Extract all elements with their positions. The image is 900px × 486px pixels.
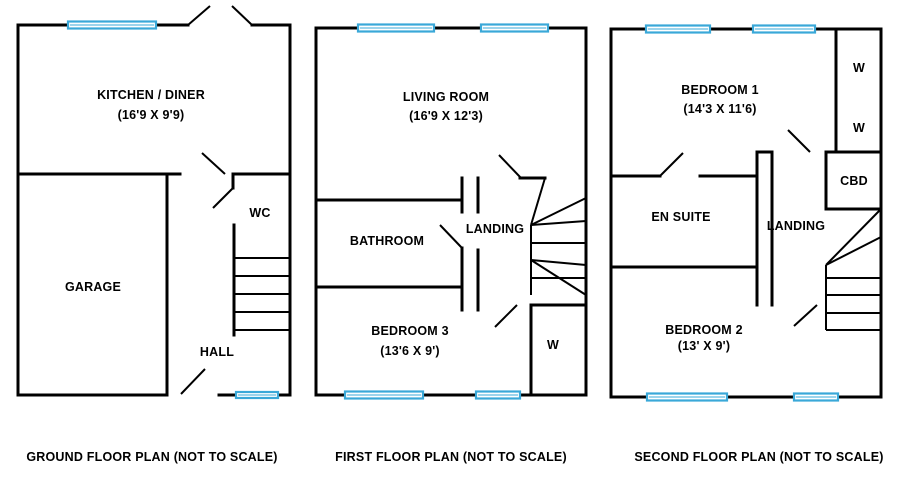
first-floor-stairs [530, 177, 587, 296]
ground-floor-windows [66, 20, 280, 400]
bathroom-door [439, 224, 463, 249]
living-room-size-label: (16'9 X 12'3) [409, 109, 483, 123]
ensuite-label: EN SUITE [651, 210, 710, 224]
first-floor-doors [439, 154, 522, 328]
second-floor-caption: SECOND FLOOR PLAN (NOT TO SCALE) [634, 450, 883, 464]
bathroom-label: BATHROOM [350, 234, 424, 248]
ground-floor-stairs [234, 257, 290, 331]
bedroom3-door [494, 304, 518, 328]
front-door-right-leaf [231, 5, 253, 26]
wc-door [212, 187, 234, 209]
ground-floor-plan: KITCHEN / DINER (16'9 X 9'9) WC GARAGE H… [16, 5, 292, 464]
second-floor-walls [609, 27, 883, 399]
bedroom2-name-label: BEDROOM 2 [665, 323, 743, 337]
bedroom3-name-label: BEDROOM 3 [371, 324, 449, 338]
bedroom2-size-label: (13' X 9') [678, 339, 730, 353]
first-floor-caption: FIRST FLOOR PLAN (NOT TO SCALE) [335, 450, 567, 464]
front-door-left-leaf [187, 5, 211, 26]
bedroom2-door [793, 304, 818, 327]
garage-label: GARAGE [65, 280, 121, 294]
kitchen-door [201, 152, 226, 175]
ensuite-door [659, 152, 684, 177]
hall-door [180, 368, 206, 395]
second-landing-label: LANDING [767, 219, 825, 233]
second-floor-windows [644, 24, 840, 402]
wc-label: WC [249, 206, 270, 220]
first-floor-windows [343, 23, 550, 400]
bedroom1-size-label: (14'3 X 11'6) [683, 102, 756, 116]
second-floor-stairs [825, 208, 882, 331]
second-floor-plan: BEDROOM 1 (14'3 X 11'6) W W CBD EN SUITE… [609, 24, 883, 464]
hall-label: HALL [200, 345, 234, 359]
wardrobe-2-label: W [853, 121, 865, 135]
cbd-label: CBD [840, 174, 868, 188]
bedroom1-name-label: BEDROOM 1 [681, 83, 759, 97]
ground-floor-doors [180, 5, 253, 395]
first-wardrobe-label: W [547, 338, 559, 352]
first-landing-label: LANDING [466, 222, 524, 236]
bedroom1-door [787, 129, 811, 153]
kitchen-name-label: KITCHEN / DINER [97, 88, 205, 102]
ground-floor-caption: GROUND FLOOR PLAN (NOT TO SCALE) [26, 450, 277, 464]
first-floor-walls [314, 26, 588, 397]
first-floor-plan: LIVING ROOM (16'9 X 12'3) BATHROOM LANDI… [314, 23, 588, 464]
second-floor-doors [659, 129, 818, 327]
living-room-door [498, 154, 522, 179]
living-room-name-label: LIVING ROOM [403, 90, 489, 104]
kitchen-size-label: (16'9 X 9'9) [118, 108, 185, 122]
bedroom3-size-label: (13'6 X 9') [380, 344, 440, 358]
wardrobe-1-label: W [853, 61, 865, 75]
